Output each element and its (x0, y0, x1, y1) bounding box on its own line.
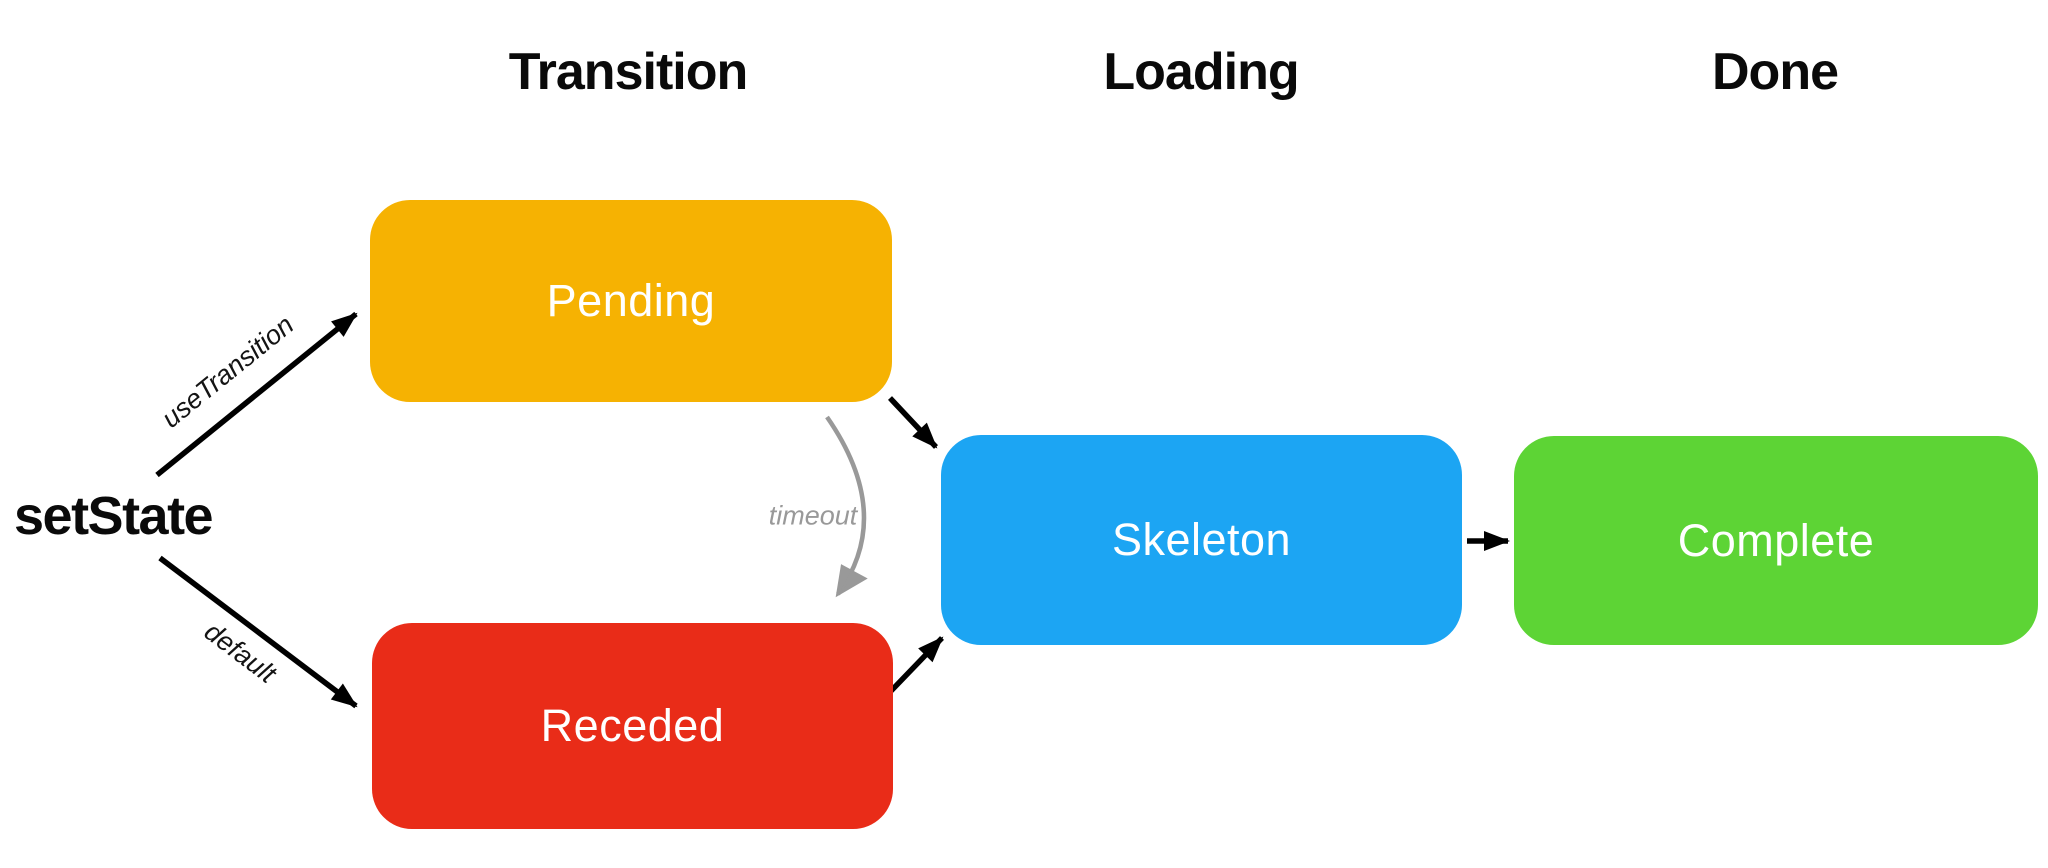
node-pending: Pending (370, 200, 892, 402)
column-header-done: Done (1712, 43, 1839, 101)
edge-receded-to-skeleton-arrow (888, 636, 944, 694)
node-receded-label: Receded (540, 700, 725, 751)
column-header-loading: Loading (1103, 43, 1299, 101)
node-complete: Complete (1514, 436, 2038, 645)
edge-pending-to-skeleton-arrow (887, 396, 939, 449)
node-skeleton-label: Skeleton (1111, 514, 1292, 565)
edge-label-default: default (198, 616, 282, 689)
node-receded: Receded (372, 623, 893, 829)
node-complete-label: Complete (1677, 514, 1875, 566)
setstate-label: setState (14, 486, 214, 546)
column-header-transition: Transition (508, 43, 748, 101)
edge-label-timeout: timeout (768, 500, 858, 531)
edge-label-usetransition: useTransition (156, 309, 300, 434)
node-skeleton: Skeleton (941, 435, 1462, 645)
node-pending-label: Pending (546, 275, 716, 326)
